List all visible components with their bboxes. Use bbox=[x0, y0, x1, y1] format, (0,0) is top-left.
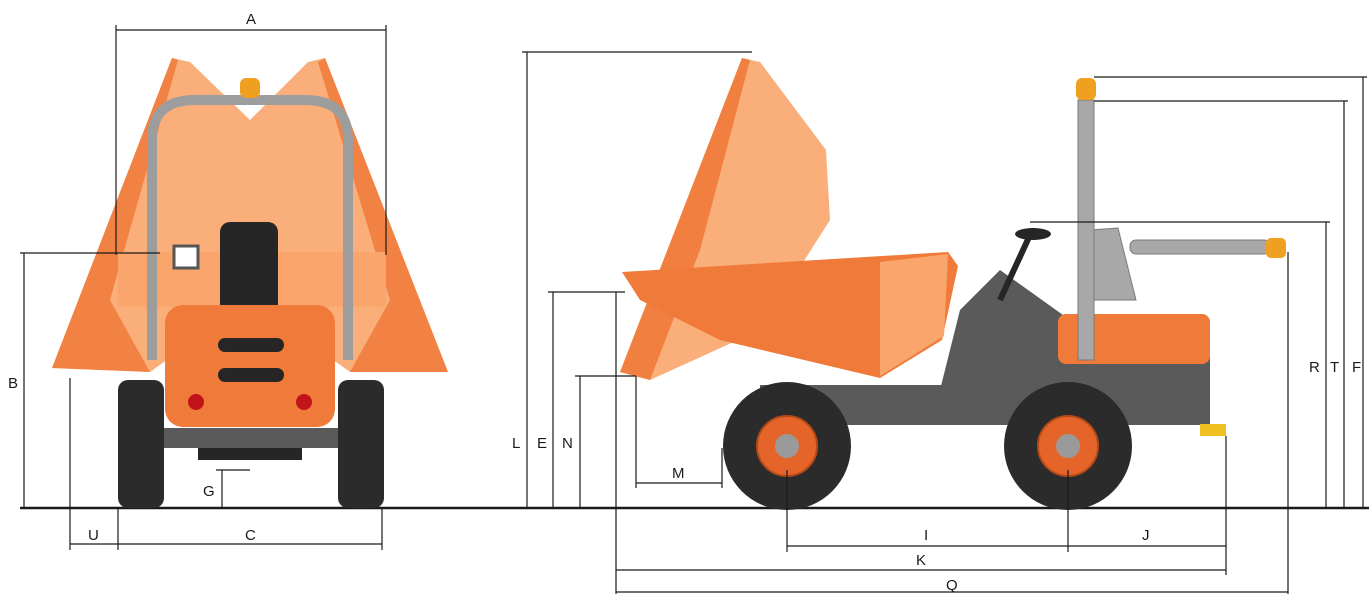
side-steering-column bbox=[997, 233, 1033, 302]
dim-m-label: M bbox=[672, 465, 685, 482]
dim-k-label: K bbox=[916, 552, 926, 569]
side-front-hub bbox=[775, 434, 799, 458]
front-tire-right bbox=[338, 380, 384, 508]
side-skip-lowered-face bbox=[880, 254, 948, 376]
front-seat bbox=[220, 222, 278, 317]
dim-b-label: B bbox=[8, 375, 18, 392]
dim-r-label: R bbox=[1309, 359, 1320, 376]
side-exhaust bbox=[1129, 239, 1271, 255]
side-rear-hub bbox=[1056, 434, 1080, 458]
front-chassis-body bbox=[165, 305, 335, 427]
dim-e-label: E bbox=[537, 435, 547, 452]
side-exhaust-tip bbox=[1266, 238, 1286, 258]
dim-n-label: N bbox=[562, 435, 573, 452]
front-grille-bottom bbox=[218, 368, 284, 382]
dim-t-label: T bbox=[1330, 359, 1339, 376]
front-rops-bar bbox=[147, 95, 353, 360]
dim-l-label: L bbox=[512, 435, 520, 452]
side-engine-cover bbox=[1058, 314, 1210, 364]
side-steering-wheel bbox=[1015, 228, 1051, 240]
side-rops bbox=[1077, 99, 1095, 361]
front-light-left bbox=[188, 394, 204, 410]
front-mirror bbox=[172, 244, 200, 270]
front-light-right bbox=[296, 394, 312, 410]
front-view: A B G U C bbox=[8, 11, 448, 550]
front-skip-raised-left-shade bbox=[52, 58, 178, 372]
front-underbody bbox=[198, 448, 302, 460]
dim-c-label: C bbox=[245, 527, 256, 544]
dim-g-label: G bbox=[203, 483, 215, 500]
side-view: L E N M I J K Q R bbox=[512, 51, 1367, 594]
front-tire-left bbox=[118, 380, 164, 508]
dim-q-label: Q bbox=[946, 577, 958, 594]
side-tow-hitch bbox=[1200, 424, 1226, 436]
side-beacon bbox=[1076, 78, 1096, 100]
front-beacon bbox=[240, 78, 260, 98]
dim-i-label: I bbox=[924, 527, 928, 544]
dim-f-label: F bbox=[1352, 359, 1361, 376]
dim-a-label: A bbox=[246, 11, 256, 28]
front-axle bbox=[140, 428, 360, 448]
dim-j-label: J bbox=[1142, 527, 1150, 544]
dim-u-label: U bbox=[88, 527, 99, 544]
side-skip-lowered bbox=[622, 252, 958, 378]
front-grille-top bbox=[218, 338, 284, 352]
